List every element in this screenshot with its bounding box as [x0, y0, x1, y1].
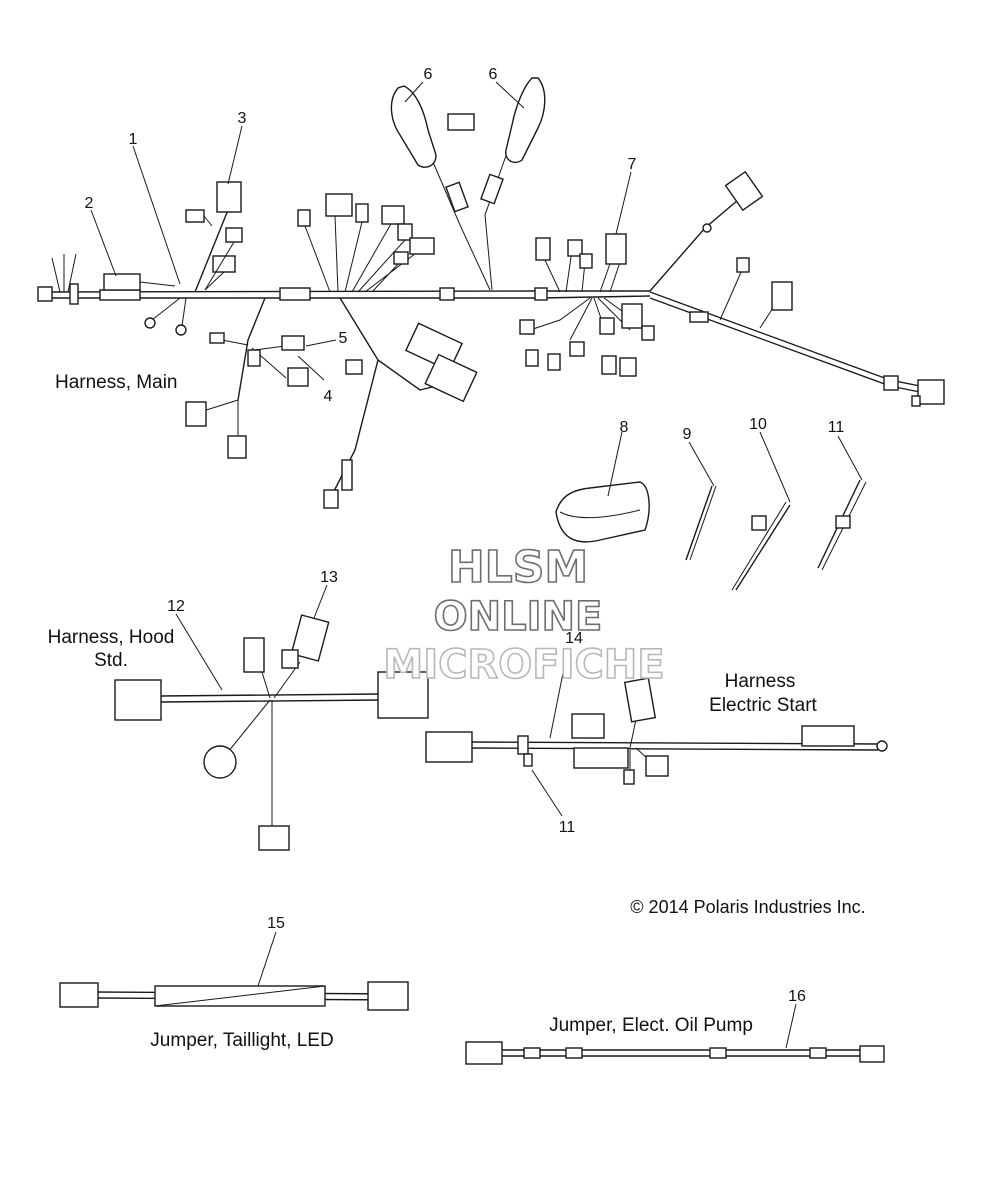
callout-16: 16: [788, 988, 806, 1005]
callout-3: 3: [238, 110, 247, 127]
callout-5: 5: [339, 330, 348, 347]
callout-2: 2: [85, 195, 94, 212]
callout-8: 8: [620, 419, 629, 436]
harness-electric-start-drawing: [425, 677, 888, 785]
harness-electric-start-label-line1: Harness: [725, 671, 796, 692]
harness-main-drawing: [37, 77, 945, 509]
jumper-taillight-drawing: [59, 981, 409, 1011]
callout-4: 4: [324, 388, 333, 405]
callout-13: 13: [320, 569, 338, 586]
callout-12: 12: [167, 598, 185, 615]
callout-15: 15: [267, 915, 285, 932]
callout-11-top: 11: [828, 419, 845, 436]
captions: Harness, Main Harness, Hood Std. Harness…: [48, 372, 866, 1051]
watermark-line1: HLSM: [448, 542, 588, 593]
jumper-taillight-label: Jumper, Taillight, LED: [150, 1030, 333, 1051]
jumper-oil-pump-label: Jumper, Elect. Oil Pump: [549, 1015, 753, 1036]
callout-numbers: 1 2 3 4 5 6 6 7 8 9 10 11 11 12 13 14 15…: [85, 66, 845, 1005]
callout-7: 7: [628, 156, 637, 173]
harness-electric-start-label-line2: Electric Start: [709, 695, 817, 716]
harness-hood-drawing: [114, 614, 429, 851]
callout-11-bottom: 11: [559, 819, 576, 836]
callout-6-right: 6: [489, 66, 498, 83]
watermark-line3: MICROFICHE: [383, 642, 664, 688]
callout-1: 1: [129, 131, 138, 148]
watermark-line2: ONLINE: [434, 594, 603, 640]
callout-6-left: 6: [424, 66, 433, 83]
harness-main-label: Harness, Main: [55, 372, 178, 393]
accessories-drawing: [555, 479, 867, 591]
callout-9: 9: [683, 426, 692, 443]
harness-hood-label-line2: Std.: [94, 650, 128, 671]
leader-lines: [90, 81, 863, 1049]
callout-10: 10: [749, 416, 767, 433]
harness-hood-label-line1: Harness, Hood: [48, 627, 175, 648]
callout-14: 14: [565, 630, 583, 647]
watermark: HLSM ONLINE MICROFICHE: [383, 541, 666, 689]
copyright-notice: © 2014 Polaris Industries Inc.: [630, 897, 865, 917]
jumper-oil-pump-drawing: [465, 1041, 885, 1065]
